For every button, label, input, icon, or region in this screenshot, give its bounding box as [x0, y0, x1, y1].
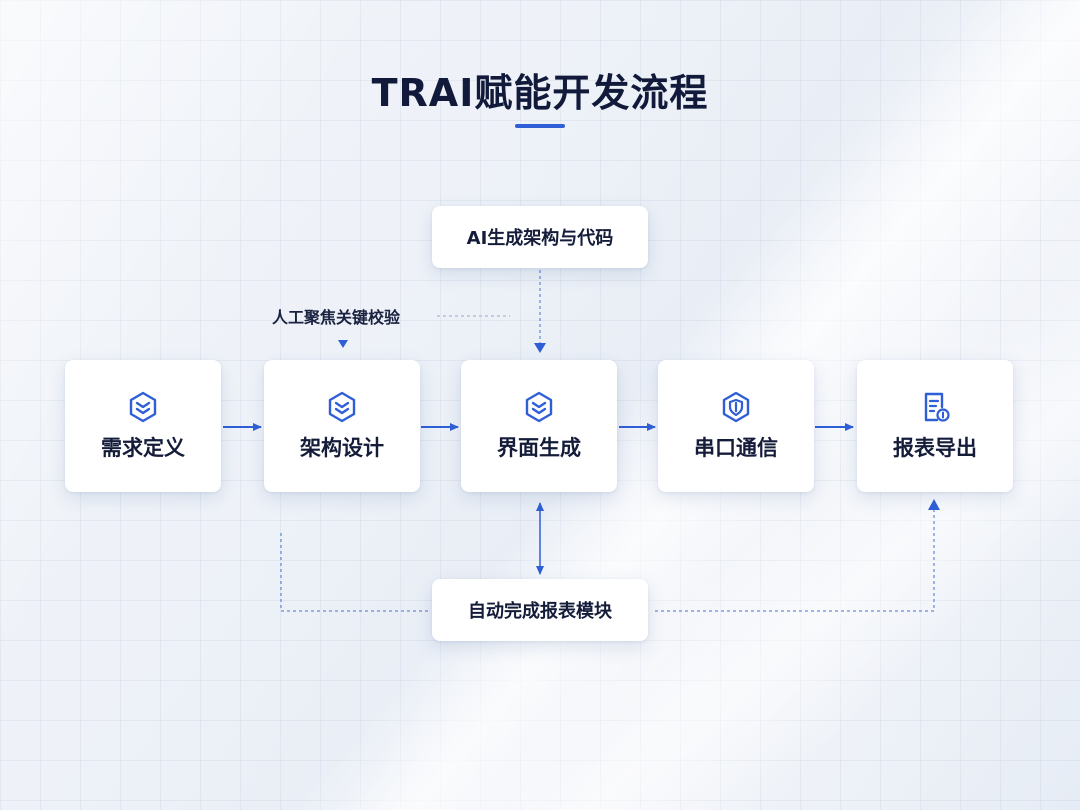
note-pointer: [338, 340, 348, 348]
layers-hexagon-icon: [129, 391, 157, 423]
document-icon: [924, 392, 950, 422]
step-report-export: 报表导出: [857, 360, 1013, 492]
title-underline: [515, 124, 565, 128]
ai-generate-label: AI生成架构与代码: [466, 228, 614, 249]
ai-generate-box: AI生成架构与代码: [432, 206, 648, 268]
auto-report-label: 自动完成报表模块: [468, 601, 612, 622]
auto-report-box: 自动完成报表模块: [432, 579, 648, 641]
step-label: 界面生成: [497, 436, 581, 460]
step-label: 报表导出: [893, 436, 977, 460]
page-title: TRAI赋能开发流程: [371, 71, 709, 115]
step-label: 需求定义: [101, 436, 185, 460]
dashed-left-loop: [280, 533, 428, 612]
step-architecture: 架构设计: [264, 360, 420, 492]
shield-hexagon-icon: [722, 391, 750, 423]
dashed-right-loop: [655, 507, 935, 612]
manual-check-note: 人工聚焦关键校验: [272, 308, 401, 327]
layers-hexagon-icon: [328, 391, 356, 423]
layers-hexagon-icon: [525, 391, 553, 423]
step-label: 串口通信: [694, 436, 778, 460]
step-serial-comm: 串口通信: [658, 360, 814, 492]
step-requirements: 需求定义: [65, 360, 221, 492]
step-label: 架构设计: [300, 436, 384, 460]
step-ui-generation: 界面生成: [461, 360, 617, 492]
